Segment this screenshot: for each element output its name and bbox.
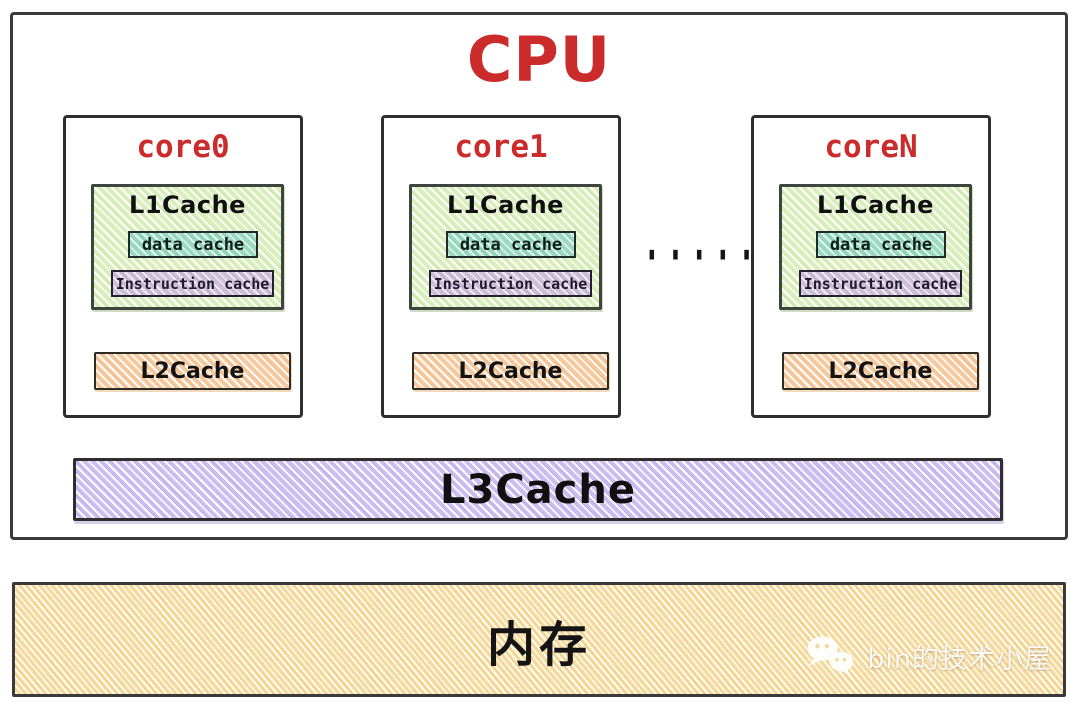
l1cache-box: L1Cache data cache Instruction cache (409, 184, 602, 310)
data-cache-label: data cache (459, 234, 563, 255)
core-box-core0: core0 L1Cache data cache Instruction cac… (63, 115, 303, 418)
core-title: coreN (824, 129, 918, 165)
cpu-box: CPU core0 L1Cache data cache Instruction… (10, 12, 1068, 540)
memory-label: 内存 (486, 616, 591, 673)
l1cache-label: L1Cache (817, 191, 934, 219)
l1cache-label: L1Cache (447, 191, 564, 219)
l2cache-box: L2Cache (782, 352, 979, 390)
cpu-title: CPU (466, 23, 612, 96)
core-box-core1: core1 L1Cache data cache Instruction cac… (381, 115, 621, 418)
core-box-coreN: coreN L1Cache data cache Instruction cac… (751, 115, 991, 418)
more-cores-ellipsis: ''''''' (641, 244, 807, 285)
l3cache-bar: L3Cache (73, 458, 1003, 521)
instruction-cache-box: Instruction cache (111, 270, 274, 297)
data-cache-box: data cache (446, 231, 576, 258)
l2cache-label: L2Cache (828, 358, 933, 384)
core-title: core0 (136, 129, 230, 165)
instruction-cache-box: Instruction cache (429, 270, 592, 297)
instruction-cache-label: Instruction cache (803, 274, 958, 293)
core-title: core1 (454, 129, 548, 165)
l1cache-box: L1Cache data cache Instruction cache (779, 184, 972, 310)
data-cache-box: data cache (128, 231, 258, 258)
instruction-cache-label: Instruction cache (433, 274, 588, 293)
instruction-cache-box: Instruction cache (799, 270, 962, 297)
l2cache-box: L2Cache (412, 352, 609, 390)
l3cache-label: L3Cache (440, 466, 636, 513)
data-cache-box: data cache (816, 231, 946, 258)
data-cache-label: data cache (829, 234, 933, 255)
memory-bar: 内存 (12, 582, 1066, 697)
data-cache-label: data cache (141, 234, 245, 255)
l1cache-box: L1Cache data cache Instruction cache (91, 184, 284, 310)
l2cache-label: L2Cache (458, 358, 563, 384)
l2cache-label: L2Cache (140, 358, 245, 384)
l2cache-box: L2Cache (94, 352, 291, 390)
l1cache-label: L1Cache (129, 191, 246, 219)
instruction-cache-label: Instruction cache (115, 274, 270, 293)
